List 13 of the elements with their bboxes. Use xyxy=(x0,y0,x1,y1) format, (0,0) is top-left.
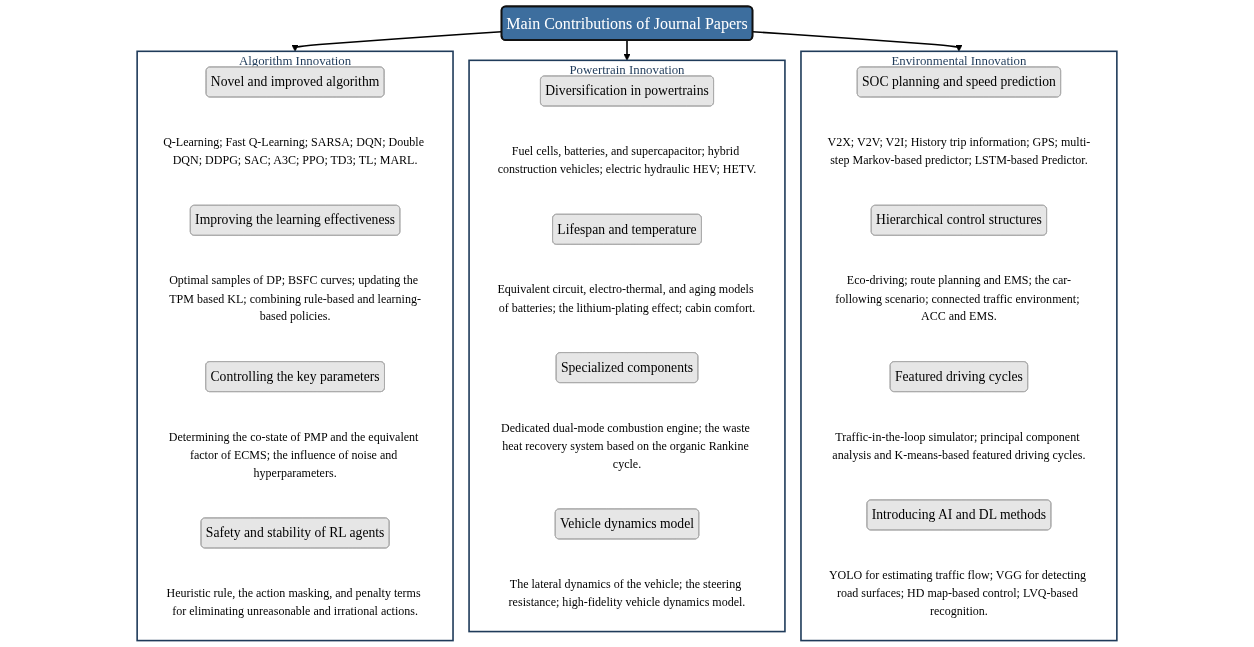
node-label: Optimal samples of DP; BSFC curves; updating the TPM based KL; combining rule-based and learning-based policies. xyxy=(169,273,421,323)
node-label: Equivalent circuit, electro-thermal, and aging models of batteries; the lithium-plating effect; cabin comfort. xyxy=(497,282,756,314)
node-label: Eco-driving; route planning and EMS; the car-following scenario; connected traffic environment; ACC and EMS. xyxy=(835,273,1080,323)
node-label: Heuristic rule, the action masking, and penalty terms for eliminating unreasonable and irrational actions. xyxy=(166,586,421,618)
node-label: Determining the co-state of PMP and the equivalent factor of ECMS; the influence of noise and hyperparameters. xyxy=(168,430,419,480)
node-label: Fuel cells, batteries, and supercapacitor; hybrid construction vehicles; electric hydraulic HEV; HETV. xyxy=(497,144,757,176)
node-label: The lateral dynamics of the vehicle; the steering resistance; high-fidelity vehicle dynamics model. xyxy=(508,577,746,609)
node-label: V2X; V2V; V2I; History trip information; GPS; multi-step Markov-based predictor; LSTM-based Predictor. xyxy=(827,135,1091,167)
node-label: Traffic-in-the-loop simulator; principal component analysis and K-means-based featured driving cycles. xyxy=(832,430,1086,461)
node-label: Q-Learning; Fast Q-Learning; SARSA; DQN; Double DQN; DDPG; SAC; A3C; PPO; TD3; TL; MARL. xyxy=(163,135,425,167)
node-label: YOLO for estimating traffic flow; VGG for detecting road surfaces; HD map-based control; LVQ-based recognition. xyxy=(828,568,1086,618)
node-label: Dedicated dual-mode combustion engine; the waste heat recovery system based on the organic Rankine cycle. xyxy=(501,421,750,471)
arrow xyxy=(623,39,631,61)
